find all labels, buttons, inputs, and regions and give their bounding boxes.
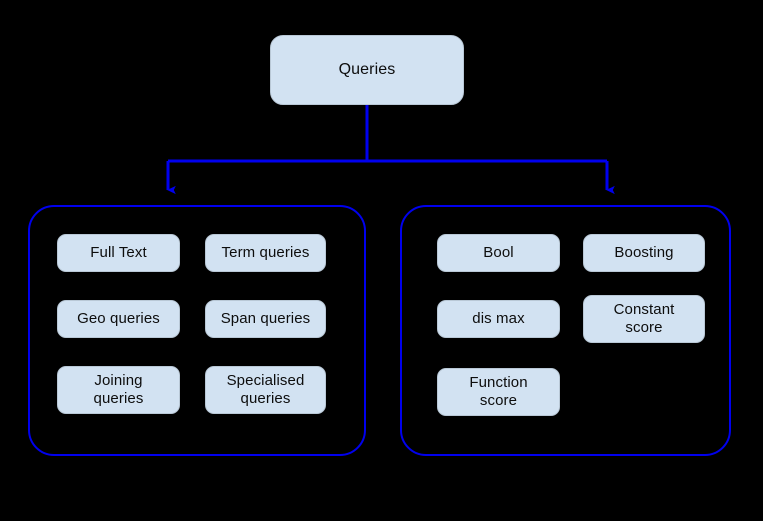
group-right[interactable]	[400, 205, 731, 456]
node-function-score[interactable]: Function score	[437, 368, 560, 416]
node-span-queries[interactable]: Span queries	[205, 300, 326, 338]
node-constant-score[interactable]: Constant score	[583, 295, 705, 343]
node-boosting[interactable]: Boosting	[583, 234, 705, 272]
node-full-text[interactable]: Full Text	[57, 234, 180, 272]
node-joining-queries[interactable]: Joining queries	[57, 366, 180, 414]
node-queries[interactable]: Queries	[270, 35, 464, 105]
node-dis-max[interactable]: dis max	[437, 300, 560, 338]
node-term-queries[interactable]: Term queries	[205, 234, 326, 272]
node-specialised-queries[interactable]: Specialised queries	[205, 366, 326, 414]
node-geo-queries[interactable]: Geo queries	[57, 300, 180, 338]
group-left[interactable]	[28, 205, 366, 456]
node-bool[interactable]: Bool	[437, 234, 560, 272]
